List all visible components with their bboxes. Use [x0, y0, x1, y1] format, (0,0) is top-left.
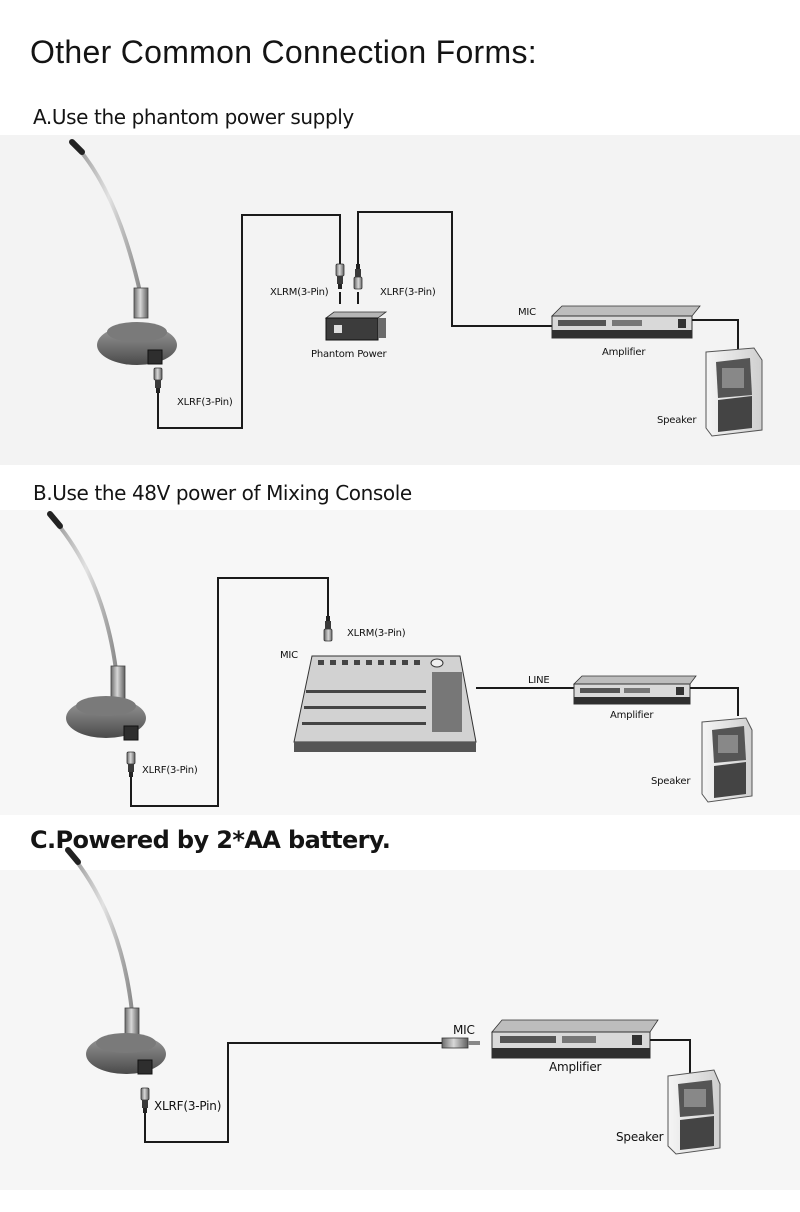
cable	[357, 211, 552, 327]
amplifier-label: Amplifier	[549, 1060, 602, 1074]
page-title: Other Common Connection Forms:	[30, 34, 537, 70]
speaker-label: Speaker	[657, 415, 697, 426]
xlr-connector-icon	[140, 1087, 150, 1114]
xlr-connector-icon	[335, 263, 345, 290]
gooseneck-microphone-icon	[69, 139, 177, 365]
section-a-heading: A.Use the phantom power supply	[33, 105, 354, 129]
amplifier-icon	[573, 675, 697, 705]
gooseneck-microphone-icon	[65, 847, 166, 1075]
speaker-icon	[701, 717, 753, 803]
cable	[157, 214, 341, 429]
mic-label: MIC	[453, 1023, 475, 1037]
phantom-power-label: Phantom Power	[311, 349, 387, 360]
section-c-heading: C.Powered by 2*AA battery.	[30, 826, 391, 854]
mic-label: MIC	[518, 307, 536, 318]
speaker-icon	[705, 347, 763, 437]
jack-plug-icon	[441, 1037, 480, 1049]
phantom-power-box-icon	[324, 311, 388, 341]
speaker-label: Speaker	[616, 1130, 664, 1144]
section-a-band	[0, 135, 800, 465]
xlrm-label: XLRM(3-Pin)	[347, 628, 406, 639]
xlr-connector-icon	[353, 263, 363, 290]
xlr-connector-icon	[153, 367, 163, 394]
amplifier-label: Amplifier	[602, 347, 646, 358]
speaker-icon	[667, 1069, 721, 1155]
mic-xlrf-label: XLRF(3-Pin)	[177, 397, 233, 408]
xlr-connector-icon	[323, 615, 333, 642]
amplifier-icon	[491, 1019, 659, 1059]
mic-xlrf-label: XLRF(3-Pin)	[154, 1099, 222, 1113]
line-label: LINE	[528, 675, 550, 686]
section-b-diagram	[47, 511, 753, 807]
speaker-label: Speaker	[651, 776, 691, 787]
gooseneck-microphone-icon	[47, 511, 146, 741]
amplifier-label: Amplifier	[610, 710, 654, 721]
section-a-diagram	[69, 139, 763, 437]
mic-label: MIC	[280, 650, 298, 661]
mixing-console-icon	[293, 655, 477, 752]
section-b-heading: B.Use the 48V power of Mixing Console	[33, 481, 412, 505]
xlrm-label: XLRM(3-Pin)	[270, 287, 329, 298]
section-c-diagram	[65, 847, 721, 1155]
xlr-connector-icon	[126, 751, 136, 778]
amplifier-icon	[551, 305, 701, 339]
xlrf-label: XLRF(3-Pin)	[380, 287, 436, 298]
mic-xlrf-label: XLRF(3-Pin)	[142, 765, 198, 776]
